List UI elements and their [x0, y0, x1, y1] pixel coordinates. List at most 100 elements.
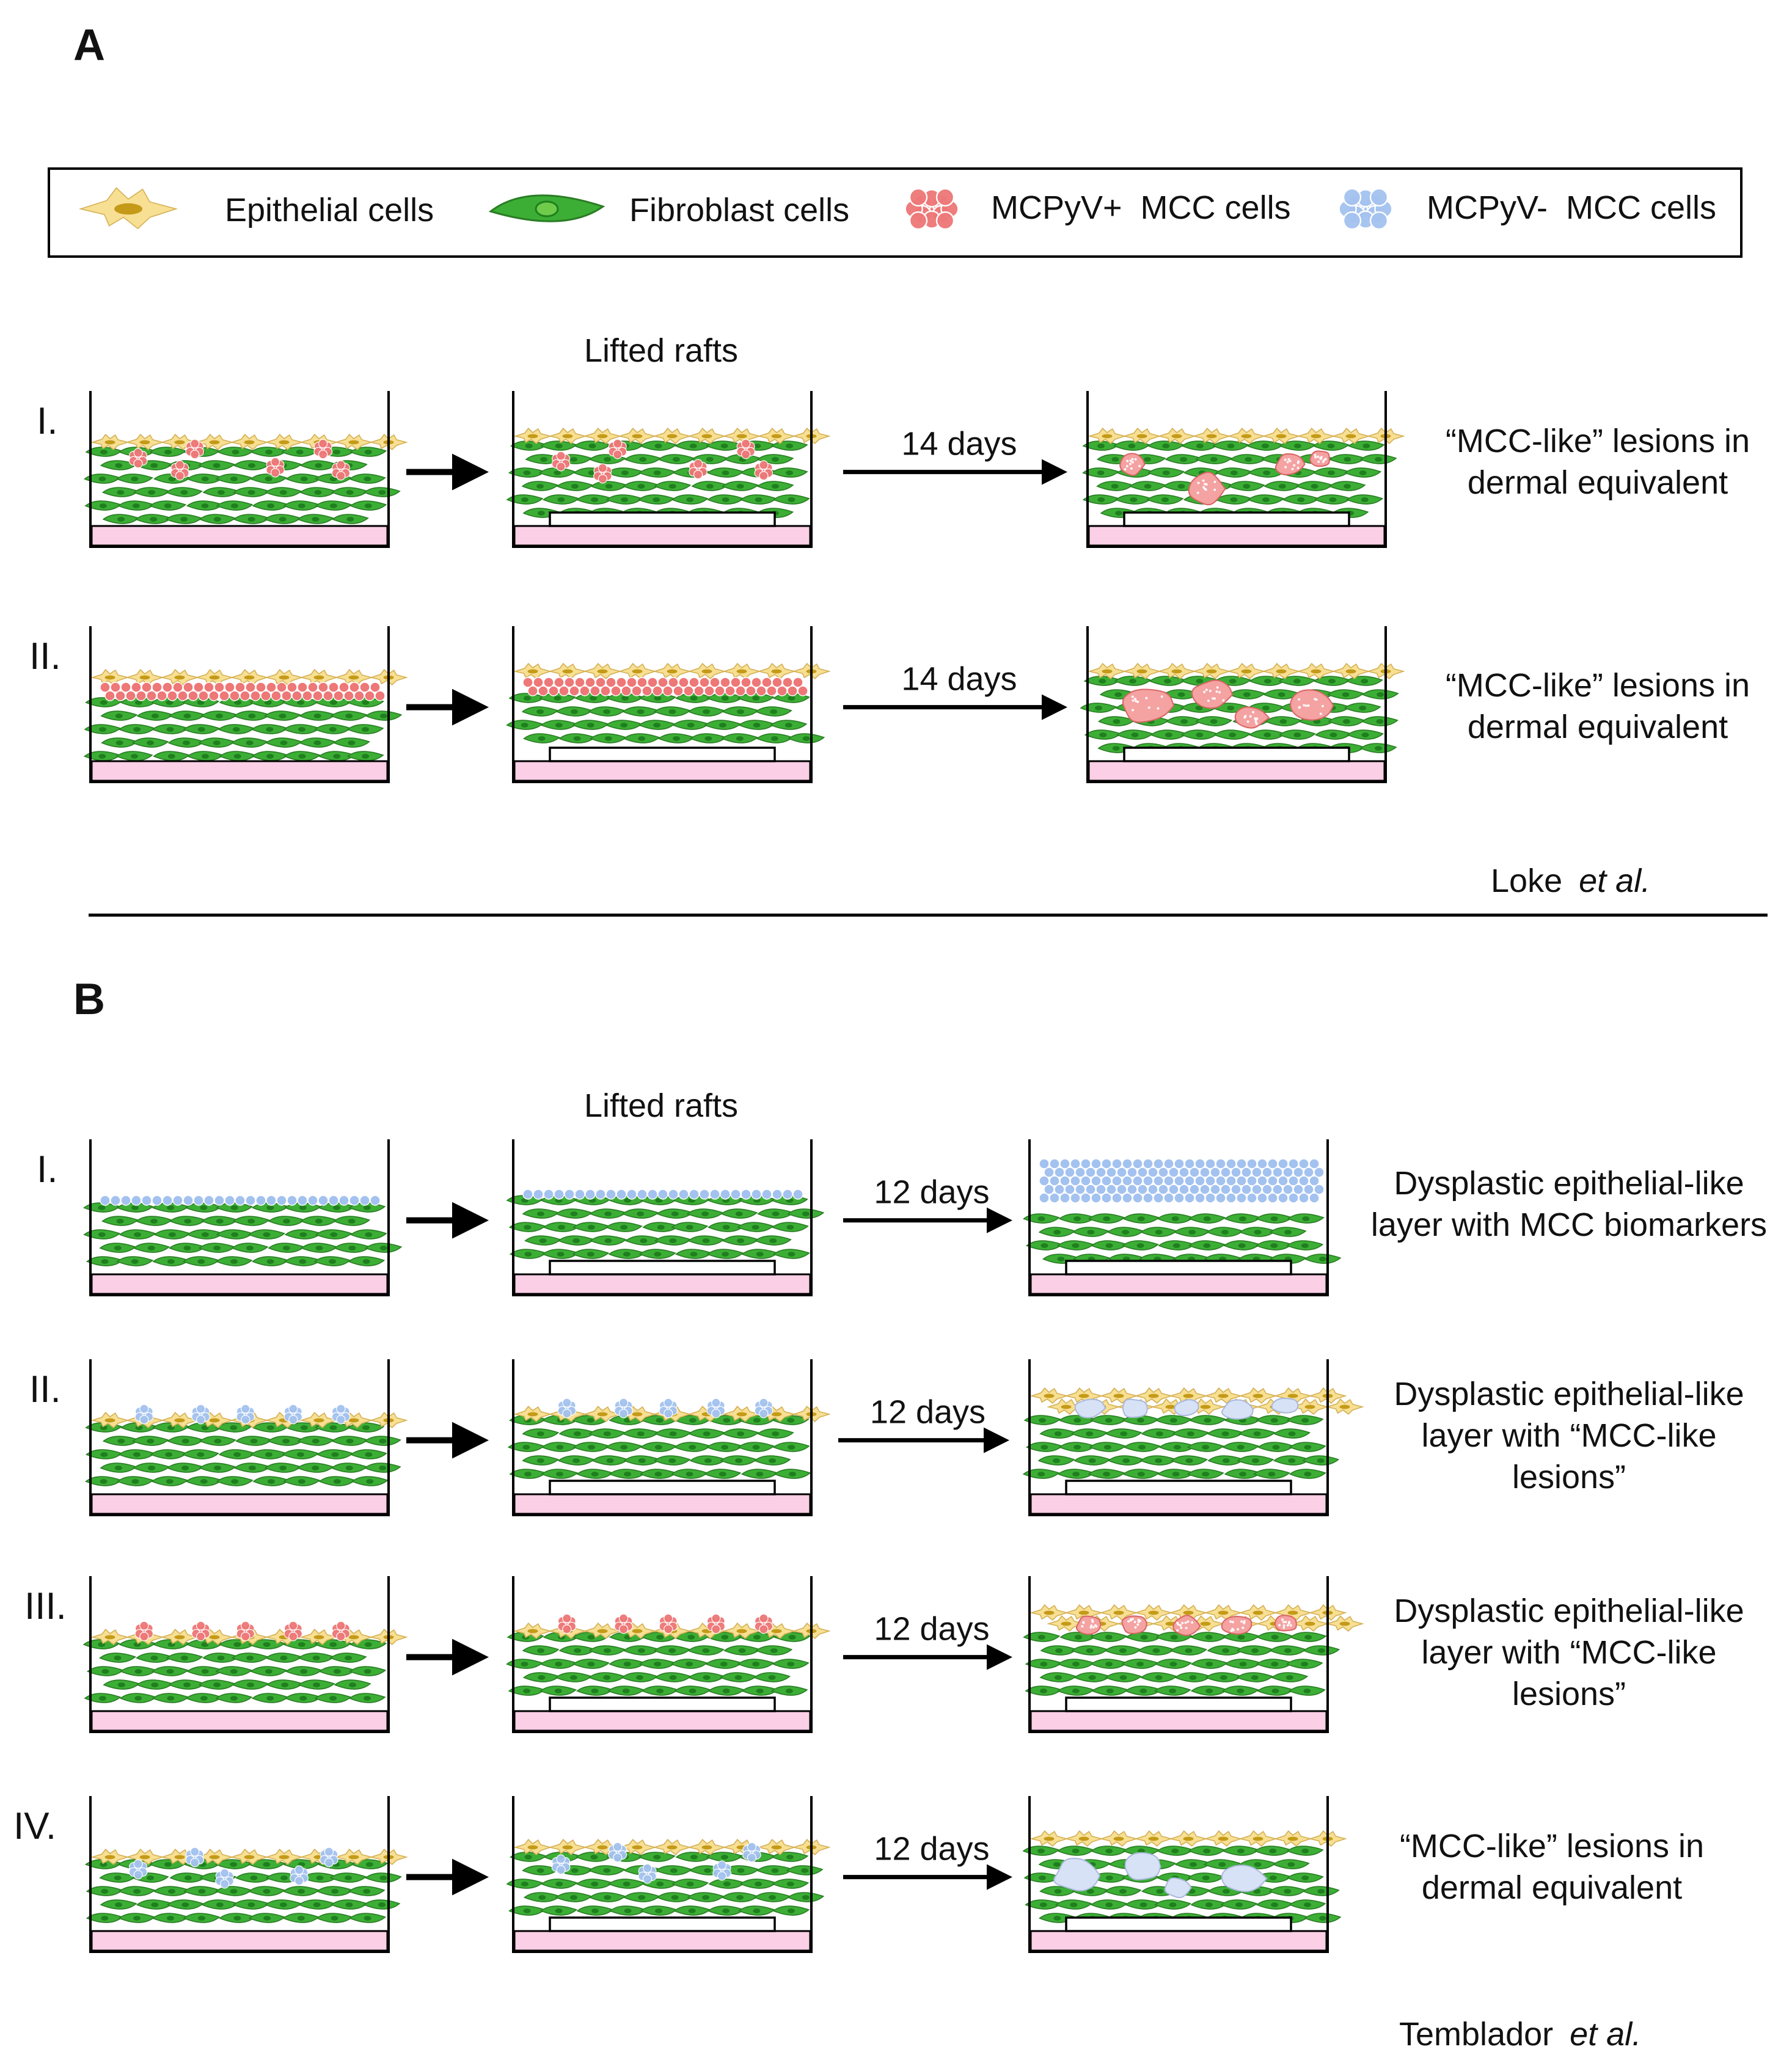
mcc-cell-band — [522, 1189, 803, 1200]
mcc-cell-clusters — [128, 439, 351, 481]
legend-mcpyv-neg-label: MCPyV- MCC cells — [1427, 189, 1716, 226]
panel-b-citation-author: Temblador — [1399, 2016, 1553, 2053]
culture-medium-base — [513, 1493, 811, 1515]
fibroblast-layer — [506, 693, 825, 743]
raft-support-grid — [1065, 1260, 1292, 1276]
culture-medium-base — [1088, 760, 1386, 782]
culture-well — [1082, 391, 1405, 548]
well-walls — [89, 391, 390, 548]
raft-support-grid — [549, 747, 776, 762]
outcome-label: “MCC-like” lesions in dermal equivalent — [1446, 667, 1750, 745]
mcc-like-lesions — [1119, 450, 1330, 506]
panel-b-lifted-rafts-label: Lifted rafts — [584, 1087, 738, 1124]
mcc-like-lesions — [1122, 679, 1334, 729]
mcc-cell-clusters — [134, 1404, 351, 1425]
culture-well — [506, 1139, 825, 1296]
epithelial-layer — [1029, 1830, 1347, 1847]
culture-well — [506, 1576, 831, 1733]
mcc-cell-band — [100, 682, 386, 701]
raft-support-grid — [1123, 747, 1350, 762]
fibroblast-layer — [506, 1632, 811, 1696]
culture-medium-base — [1029, 1273, 1328, 1295]
outcome-label: Dysplastic epithelial-like layer with “MC… — [1394, 1376, 1744, 1495]
raft-support-grid — [1065, 1480, 1292, 1495]
mcc-cell-clusters — [551, 439, 773, 484]
well-walls — [89, 626, 390, 783]
mcc-cell-band — [100, 1195, 381, 1206]
fibroblast-layer — [1023, 1213, 1342, 1264]
well-walls — [512, 1359, 813, 1516]
culture-medium-base — [1029, 1493, 1328, 1515]
outcome-line: lesions” — [1512, 1459, 1626, 1495]
legend: Epithelial cells Fibroblast cells MCPyV+… — [48, 167, 1743, 258]
culture-well — [85, 1359, 408, 1516]
raft-support-grid — [1065, 1916, 1292, 1932]
incubation-days-label: 14 days — [901, 426, 1017, 462]
panel-a-label: A — [73, 21, 105, 70]
well-walls — [1028, 1576, 1329, 1733]
culture-well — [83, 626, 408, 783]
fibroblast-layer — [83, 697, 403, 761]
fibroblast-layer — [506, 1852, 825, 1916]
culture-medium-base — [90, 1493, 389, 1515]
culture-medium-base — [513, 760, 811, 782]
culture-medium-base — [513, 1273, 811, 1295]
outcome-line: layer with “MCC-like — [1421, 1417, 1716, 1454]
outcome-line: layer with “MCC-like — [1421, 1634, 1716, 1671]
well-walls — [512, 1796, 813, 1953]
culture-well — [507, 1359, 831, 1516]
mcpyv-negative-cluster-icon — [1338, 188, 1393, 230]
outcome-line: layer with MCC biomarkers — [1371, 1207, 1767, 1243]
outcome-line: “MCC-like” lesions in — [1446, 667, 1750, 704]
culture-well — [506, 1796, 831, 1953]
culture-well — [1022, 1359, 1364, 1516]
well-walls — [1086, 391, 1387, 548]
outcome-line: dermal equivalent — [1468, 709, 1728, 745]
well-walls — [1028, 1139, 1329, 1296]
outcome-line: “MCC-like” lesions in — [1446, 423, 1750, 459]
fibroblast-cell-icon — [488, 194, 605, 222]
outcome-line: Dysplastic epithelial-like — [1394, 1593, 1744, 1629]
fibroblast-layer — [1022, 1415, 1340, 1479]
outcome-line: lesions” — [1512, 1676, 1626, 1712]
legend-mcpyv-pos-label: MCPyV+ MCC cells — [991, 189, 1291, 226]
row-numeral: III. — [24, 1585, 67, 1627]
mcc-cell-clusters — [128, 1847, 338, 1889]
culture-well — [506, 391, 831, 548]
culture-well — [506, 626, 831, 783]
culture-well — [84, 1796, 408, 1953]
well-walls — [89, 1359, 390, 1516]
incubation-days-label: 12 days — [870, 1394, 986, 1431]
panel-b-citation-etal: et al. — [1570, 2016, 1641, 2053]
mcpyv-positive-cluster-icon — [904, 188, 959, 230]
outcome-line: Dysplastic epithelial-like — [1394, 1376, 1744, 1412]
raft-support-grid — [549, 1696, 776, 1712]
row-numeral: I. — [37, 400, 57, 442]
epithelial-cell-icon — [78, 187, 178, 230]
well-walls — [512, 626, 813, 783]
mcc-cell-band — [522, 677, 808, 696]
culture-medium-base — [90, 1710, 389, 1732]
culture-medium-base — [513, 1710, 811, 1732]
raft-support-grid — [549, 1916, 776, 1932]
well-walls — [89, 1139, 390, 1296]
incubation-days-label: 12 days — [874, 1611, 989, 1648]
mcc-like-lesions — [1053, 1852, 1268, 1899]
panel-a-citation: Loke et al. — [1491, 863, 1650, 899]
fibroblast-layer — [82, 1639, 387, 1703]
row-numeral: I. — [37, 1148, 57, 1191]
legend-fibroblast-label: Fibroblast cells — [629, 192, 849, 228]
incubation-days-label: 12 days — [874, 1174, 989, 1211]
well-walls — [512, 391, 813, 548]
panel-a-citation-etal: et al. — [1579, 863, 1650, 899]
epithelial-layer — [90, 434, 408, 450]
well-walls — [1028, 1796, 1329, 1953]
